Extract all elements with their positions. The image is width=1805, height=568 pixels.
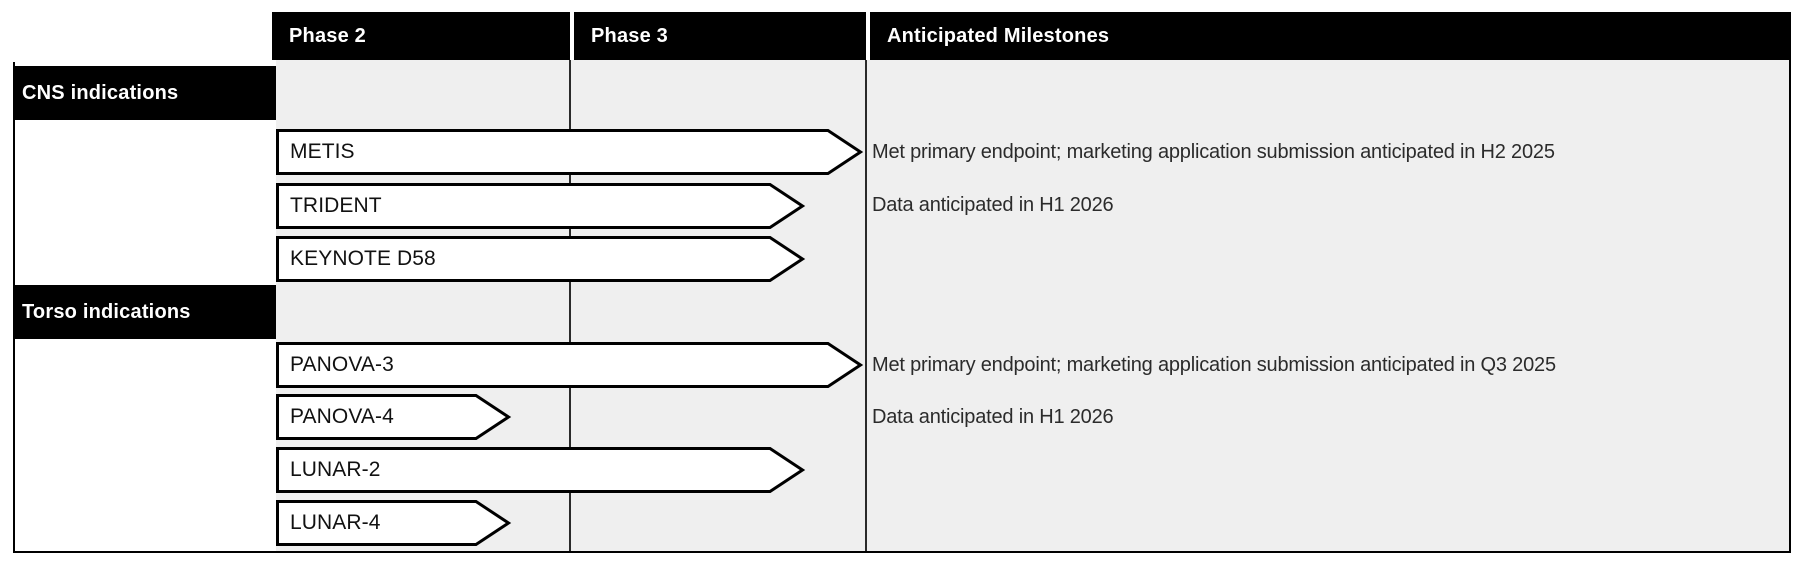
trial-label: TRIDENT: [290, 194, 382, 217]
section-label-torso: Torso indications: [14, 285, 276, 339]
trial-arrow-keynote-d58: [276, 236, 806, 282]
table-border-right: [1789, 12, 1791, 553]
trial-arrow-trident: [276, 183, 806, 229]
trial-arrow-lunar-4: [276, 500, 512, 546]
trial-arrow-panova-4: [276, 394, 512, 440]
table-border-left: [13, 62, 15, 553]
milestone-text: Met primary endpoint; marketing applicat…: [872, 141, 1555, 163]
trial-label: METIS: [290, 140, 355, 163]
trial-arrow-metis: [276, 129, 864, 175]
milestone-text: Data anticipated in H1 2026: [872, 406, 1114, 428]
trial-label: LUNAR-4: [290, 511, 381, 534]
gridline-phase3-milestones: [865, 60, 867, 551]
trial-arrow-panova-3: [276, 342, 864, 388]
trial-label: KEYNOTE D58: [290, 247, 436, 270]
trial-label: PANOVA-3: [290, 353, 394, 376]
trial-label: PANOVA-4: [290, 405, 394, 428]
gridline-phase2-phase3: [569, 60, 571, 551]
trial-arrow-lunar-2: [276, 447, 806, 493]
header-phase-2: Phase 2: [272, 12, 570, 60]
milestone-text: Data anticipated in H1 2026: [872, 194, 1114, 216]
table-border-bottom: [13, 551, 1791, 553]
milestone-text: Met primary endpoint; marketing applicat…: [872, 354, 1556, 376]
section-label-cns: CNS indications: [14, 66, 276, 120]
header-phase-3: Phase 3: [574, 12, 866, 60]
trial-label: LUNAR-2: [290, 458, 381, 481]
header-anticipated-milestones: Anticipated Milestones: [870, 12, 1791, 60]
